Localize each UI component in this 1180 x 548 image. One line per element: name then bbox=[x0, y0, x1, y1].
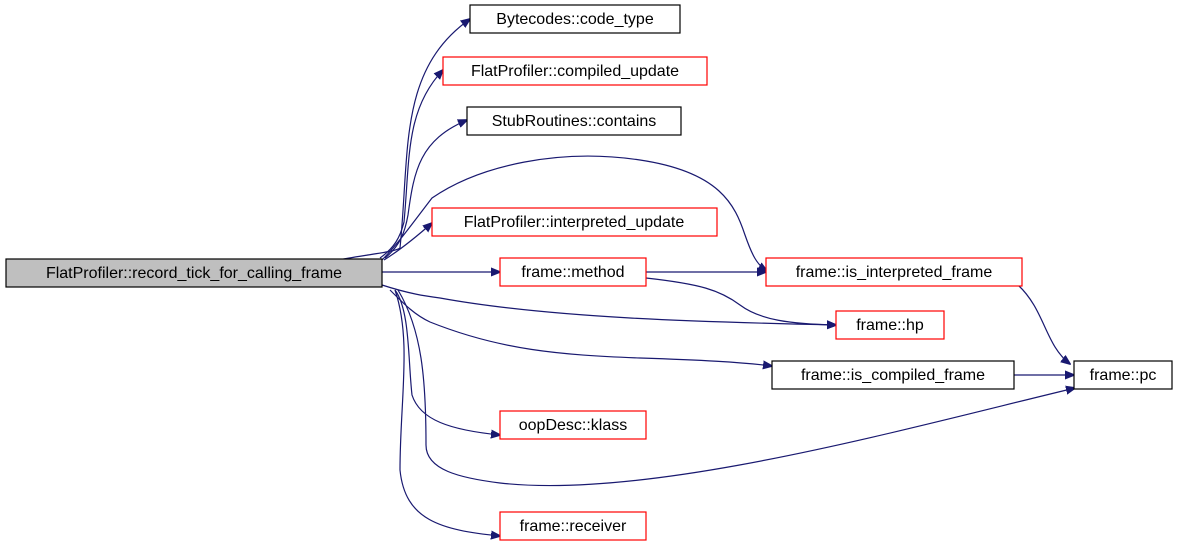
node-code-type-label: Bytecodes::code_type bbox=[496, 11, 654, 28]
edge-method-to-hp bbox=[645, 277, 836, 325]
node-klass[interactable]: oopDesc::klass bbox=[499, 410, 647, 440]
node-method[interactable]: frame::method bbox=[499, 257, 647, 287]
node-stub-contains-label: StubRoutines::contains bbox=[492, 113, 657, 130]
edge-root-to-is-compiled bbox=[389, 289, 772, 366]
node-is-compiled-frame[interactable]: frame::is_compiled_frame bbox=[771, 360, 1015, 390]
node-root[interactable]: FlatProfiler::record_tick_for_calling_fr… bbox=[5, 258, 383, 288]
edge-root-to-is-interpreted-from-root bbox=[381, 155, 767, 271]
edge-root-to-stub-contains bbox=[384, 120, 467, 259]
node-compiled-update-label: FlatProfiler::compiled_update bbox=[471, 63, 679, 80]
edge-root-to-pc bbox=[397, 289, 1075, 487]
node-compiled-update[interactable]: FlatProfiler::compiled_update bbox=[442, 56, 708, 86]
node-receiver[interactable]: frame::receiver bbox=[499, 511, 647, 541]
node-is-interpreted-frame[interactable]: frame::is_interpreted_frame bbox=[765, 257, 1023, 287]
node-pc-label: frame::pc bbox=[1090, 367, 1157, 384]
node-code-type[interactable]: Bytecodes::code_type bbox=[469, 4, 681, 34]
edge-root-to-klass bbox=[394, 289, 500, 435]
node-is-compiled-frame-label: frame::is_compiled_frame bbox=[801, 367, 985, 384]
node-receiver-label: frame::receiver bbox=[520, 518, 627, 535]
node-interpreted-update[interactable]: FlatProfiler::interpreted_update bbox=[431, 207, 718, 237]
edges bbox=[337, 19, 1075, 536]
edge-root-to-receiver bbox=[394, 289, 500, 536]
edge-root-to-hp bbox=[381, 284, 836, 325]
node-root-label: FlatProfiler::record_tick_for_calling_fr… bbox=[46, 265, 342, 282]
node-klass-label: oopDesc::klass bbox=[519, 417, 628, 434]
node-pc[interactable]: frame::pc bbox=[1073, 360, 1173, 390]
node-stub-contains[interactable]: StubRoutines::contains bbox=[466, 106, 682, 136]
edge-root-to-interpreted-update bbox=[383, 223, 432, 261]
node-hp-label: frame::hp bbox=[856, 317, 924, 334]
edge-root-to-code-type bbox=[337, 19, 470, 261]
node-method-label: frame::method bbox=[521, 264, 624, 281]
node-hp[interactable]: frame::hp bbox=[835, 310, 945, 340]
node-is-interpreted-frame-label: frame::is_interpreted_frame bbox=[796, 264, 993, 281]
edge-root-to-compiled-update bbox=[379, 70, 443, 259]
node-interpreted-update-label: FlatProfiler::interpreted_update bbox=[464, 214, 685, 231]
edge-is-interpreted-to-pc bbox=[1017, 284, 1070, 364]
